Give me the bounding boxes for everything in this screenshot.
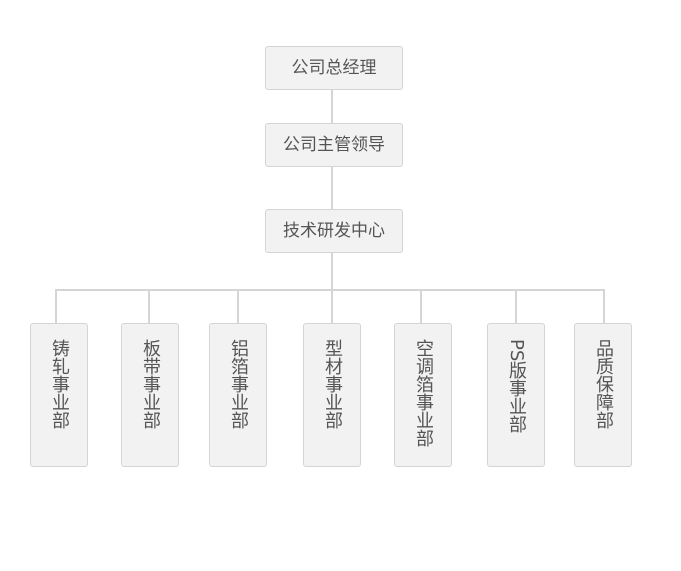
connector-dept-7 bbox=[603, 289, 605, 323]
node-department: 型材事业部 bbox=[303, 323, 361, 467]
node-department: 铝箔事业部 bbox=[209, 323, 267, 467]
department-label: 铝箔事业部 bbox=[228, 339, 249, 429]
connector-dept-1 bbox=[55, 289, 57, 323]
connector-dept-6 bbox=[515, 289, 517, 323]
node-supervising-leader-label: 公司主管领导 bbox=[283, 134, 385, 155]
department-label: 板带事业部 bbox=[140, 339, 161, 429]
node-department: 铸轧事业部 bbox=[30, 323, 88, 467]
node-supervising-leader: 公司主管领导 bbox=[265, 123, 403, 167]
department-label: 空调箔事业部 bbox=[413, 339, 434, 447]
connector-l1-l2 bbox=[331, 90, 333, 124]
department-label: 铸轧事业部 bbox=[49, 339, 70, 429]
connector-dept-3 bbox=[237, 289, 239, 323]
connector-horizontal-bus bbox=[55, 289, 605, 291]
node-department: PS版事业部 bbox=[487, 323, 545, 467]
connector-dept-4 bbox=[331, 289, 333, 323]
connector-dept-5 bbox=[420, 289, 422, 323]
department-label: 型材事业部 bbox=[322, 339, 343, 429]
node-rd-center-label: 技术研发中心 bbox=[283, 220, 385, 241]
node-rd-center: 技术研发中心 bbox=[265, 209, 403, 253]
node-department: 品质保障部 bbox=[574, 323, 632, 467]
connector-dept-2 bbox=[148, 289, 150, 323]
connector-l2-l3 bbox=[331, 167, 333, 210]
node-general-manager-label: 公司总经理 bbox=[291, 57, 377, 78]
node-general-manager: 公司总经理 bbox=[265, 46, 403, 90]
connector-l3-bus bbox=[331, 253, 333, 290]
department-label: PS版事业部 bbox=[506, 339, 527, 434]
node-department: 板带事业部 bbox=[121, 323, 179, 467]
department-label: 品质保障部 bbox=[593, 339, 614, 429]
node-department: 空调箔事业部 bbox=[394, 323, 452, 467]
